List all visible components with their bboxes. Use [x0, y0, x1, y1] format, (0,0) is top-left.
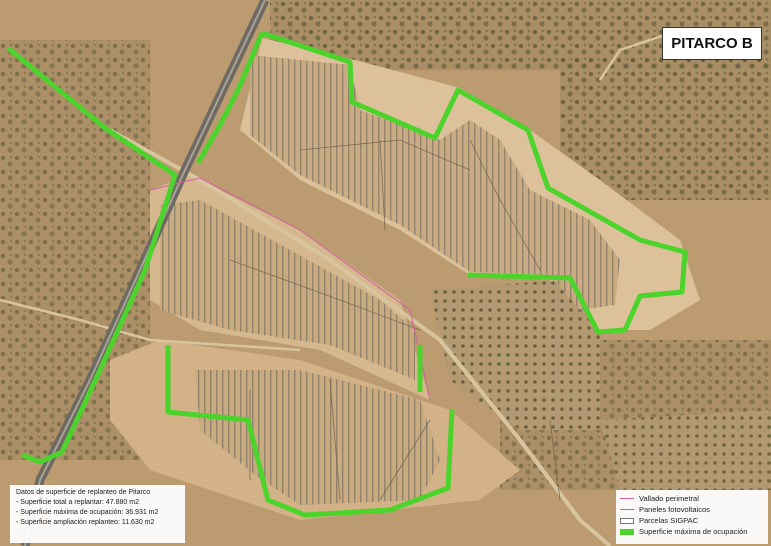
- stats-line: - Superficie ampliación replanteo: 11.63…: [16, 519, 155, 526]
- map-legend: Vallado perimetral Paneles fotovoltaicos…: [616, 490, 768, 544]
- perimeter-fence: [149, 177, 431, 401]
- legend-item-parcels: Parcelas SIGPAC: [620, 515, 764, 526]
- fence-line-icon: [620, 498, 634, 499]
- panel-line-icon: [620, 509, 634, 510]
- legend-label: Parcelas SIGPAC: [639, 516, 699, 525]
- legend-label: Paneles fotovoltaicos: [639, 505, 710, 514]
- legend-label: Vallado perimetral: [639, 494, 699, 503]
- stats-line: - Superficie total a replantar: 47.880 m…: [16, 499, 139, 506]
- legend-item-occupation: Superficie máxima de ocupación: [620, 526, 764, 537]
- olive-grove: [430, 280, 600, 430]
- olive-grove-se: [600, 410, 771, 490]
- occupation-fill-icon: [620, 528, 634, 535]
- parcel-box-icon: [620, 517, 634, 524]
- dirt-track: [109, 128, 612, 546]
- stats-line: - Superficie máxima de ocupación: 36.931…: [16, 509, 159, 516]
- area-stats: Datos de superficie de replanteo de Pita…: [10, 485, 185, 543]
- panel-rows-south: [195, 370, 440, 505]
- legend-item-fence: Vallado perimetral: [620, 493, 764, 504]
- stats-heading: Datos de superficie de replanteo de Pita…: [16, 489, 151, 496]
- panel-rows-middle: [160, 200, 415, 380]
- panel-rows-north: [250, 55, 620, 310]
- occupation-outline: [6, 30, 688, 518]
- dirt-track-3: [598, 28, 681, 81]
- map-title: PITARCO B: [662, 27, 762, 60]
- legend-label: Superficie máxima de ocupación: [639, 527, 748, 536]
- legend-item-panels: Paneles fotovoltaicos: [620, 504, 764, 515]
- sigpac-parcels: [229, 139, 561, 501]
